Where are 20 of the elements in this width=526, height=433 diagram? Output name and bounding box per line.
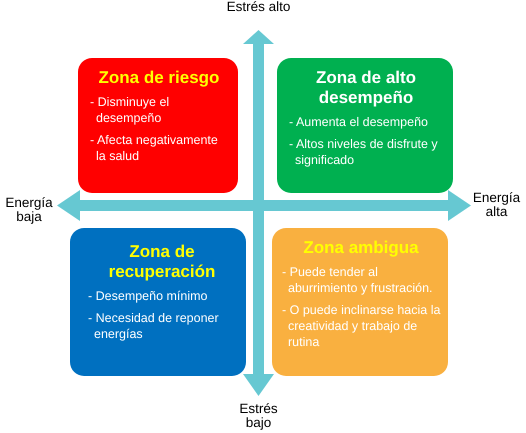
zone-heading: Zona de alto desempeño (314, 68, 418, 108)
risk-zone-card (78, 58, 238, 193)
axis-label: Estrés alto (226, 0, 291, 14)
zone-heading: Zona ambigua (302, 238, 420, 258)
ambiguous-zone-card (272, 228, 448, 376)
bullet-item: - Disminuye el desempeño (89, 94, 170, 126)
bullet-item: - O puede inclinarse hacia la creatividad y trabajo de rutina (281, 302, 442, 350)
axis-label: Energía baja (4, 196, 54, 224)
high-performance-zone-card (277, 58, 453, 193)
bullet-item: - Afecta negativamente la salud (89, 132, 219, 164)
bullet-item: - Necesidad de reponer energías (87, 310, 220, 342)
recovery-zone-card (70, 228, 246, 376)
bullet-item: - Aumenta el desempeño (288, 114, 429, 130)
axis-label: Estrés bajo (238, 402, 279, 430)
bullet-item: - Desempeño mínimo (87, 288, 208, 304)
bullet-item: - Puede tender al aburrimiento y frustración. (281, 264, 434, 296)
zone-heading: Zona de recuperación (108, 242, 216, 282)
axis-label: Energía alta (472, 191, 522, 219)
zone-heading: Zona de riesgo (98, 68, 220, 88)
bullet-item: - Altos niveles de disfrute y significado (288, 136, 439, 168)
